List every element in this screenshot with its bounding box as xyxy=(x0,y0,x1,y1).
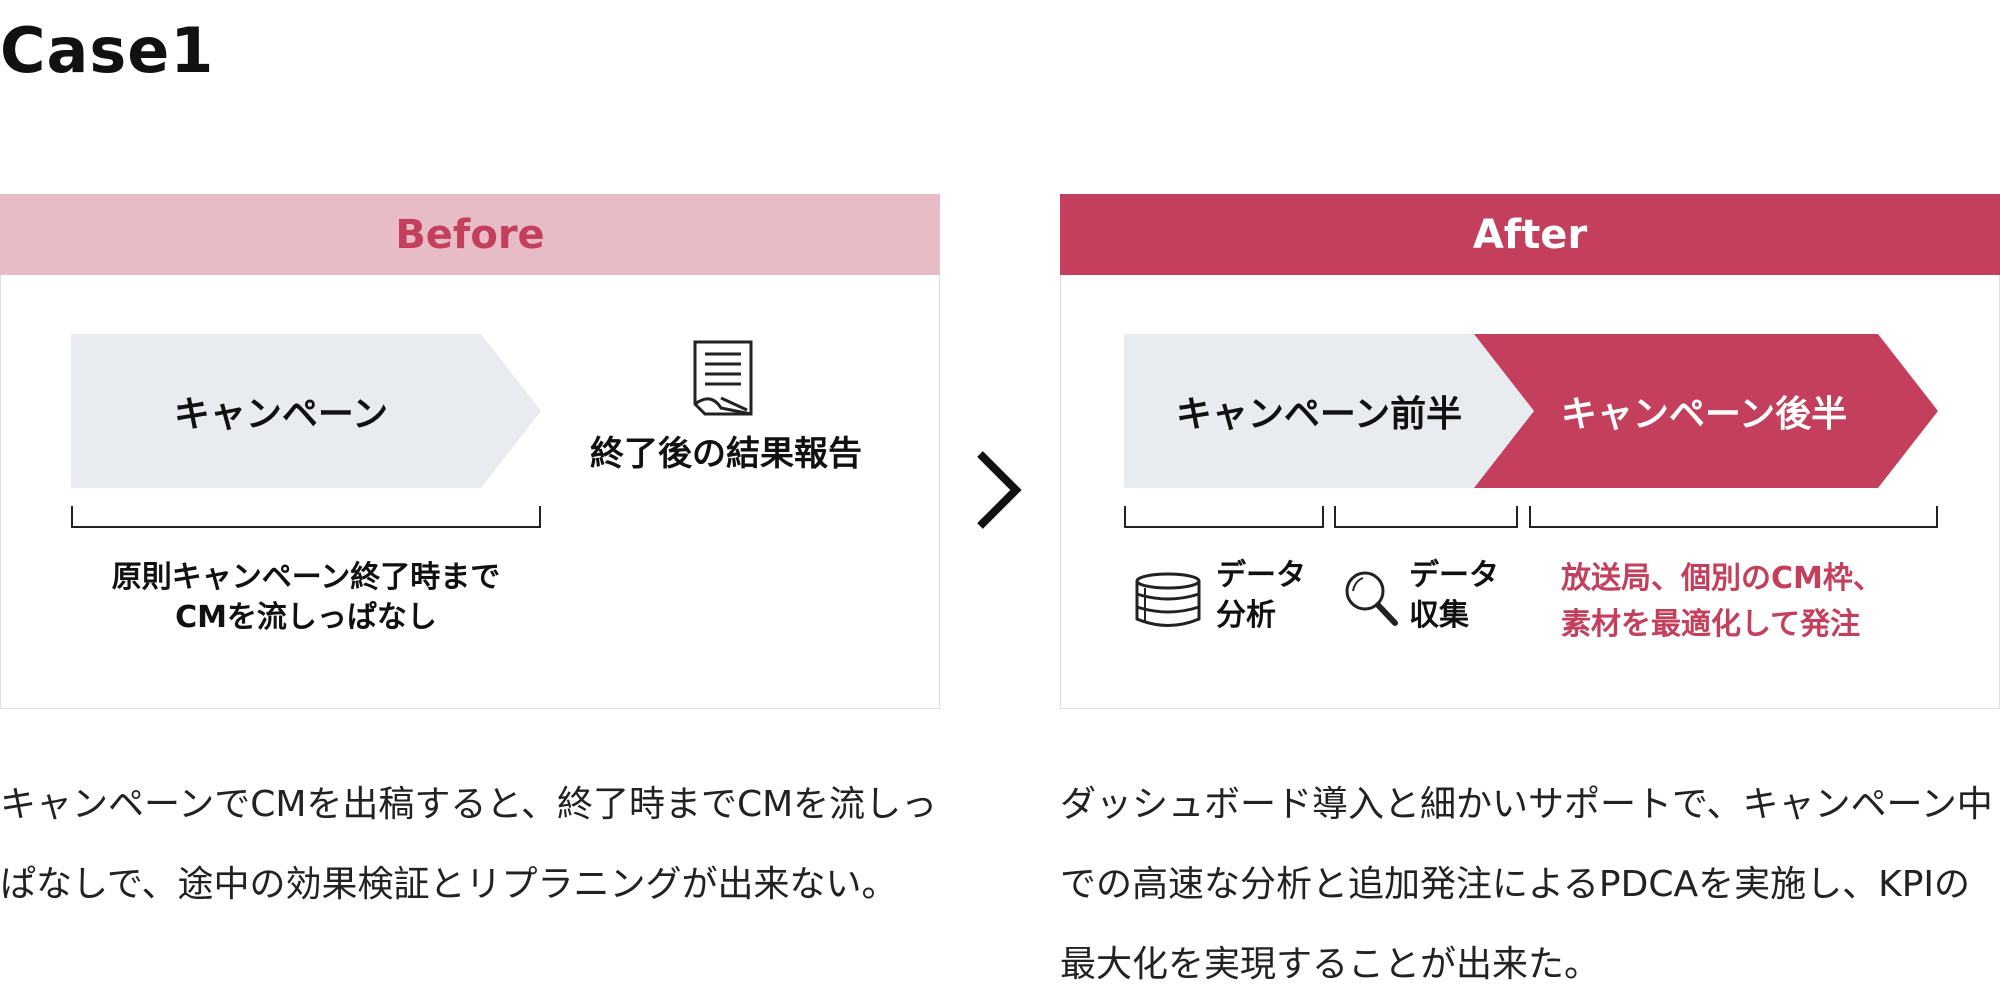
after-description: ダッシュボード導入と細かいサポートで、キャンペーン中での高速な分析と追加発注によ… xyxy=(1060,784,1993,985)
analysis-text: データ 分析 xyxy=(1216,556,1306,636)
optimize-line2: 素材を最適化して発注 xyxy=(1561,607,1861,642)
optimize-text: 放送局、個別のCM枠、 素材を最適化して発注 xyxy=(1561,556,1883,648)
optimize-bracket xyxy=(1529,506,1938,528)
before-note: 原則キャンペーン終了時まで CMを流しっぱなし xyxy=(71,558,541,638)
analysis-bracket xyxy=(1124,506,1324,528)
page-title: Case1 xyxy=(0,14,215,87)
before-panel: Before キャンペーン 終了後の結果報告 原則キャンペーン終了時まで CMを… xyxy=(0,194,940,709)
after-header: After xyxy=(1060,194,2000,275)
collection-bracket xyxy=(1334,506,1518,528)
collection-line1: データ xyxy=(1409,558,1499,593)
magnifier-icon xyxy=(1343,569,1399,631)
collection-text: データ 収集 xyxy=(1409,556,1499,636)
first-half-label: キャンペーン前半 xyxy=(1175,394,1463,435)
report-label: 終了後の結果報告 xyxy=(590,434,862,474)
before-note-line2: CMを流しっぱなし xyxy=(175,600,437,635)
analysis-line2: 分析 xyxy=(1216,598,1276,633)
campaign-label: キャンペーン xyxy=(173,394,389,435)
second-half-label: キャンペーン後半 xyxy=(1560,394,1848,435)
document-icon xyxy=(691,338,757,422)
collection-line2: 収集 xyxy=(1409,598,1469,633)
optimize-line1: 放送局、個別のCM枠、 xyxy=(1561,561,1883,596)
analysis-line1: データ xyxy=(1216,558,1306,593)
database-icon xyxy=(1133,572,1203,632)
before-header: Before xyxy=(0,194,940,275)
before-description: キャンペーンでCMを出稿すると、終了時までCMを流しっぱなしで、途中の効果検証と… xyxy=(0,784,938,905)
campaign-arrow-shape xyxy=(71,334,541,488)
campaign-arrows-shape xyxy=(1124,334,1938,488)
chevron-right-icon xyxy=(972,448,1024,536)
before-note-line1: 原則キャンペーン終了時まで xyxy=(111,560,501,595)
after-panel: After キャンペーン前半 キャンペーン後半 データ 分析 データ 収集 放送… xyxy=(1060,194,2000,709)
campaign-bracket xyxy=(71,506,541,528)
